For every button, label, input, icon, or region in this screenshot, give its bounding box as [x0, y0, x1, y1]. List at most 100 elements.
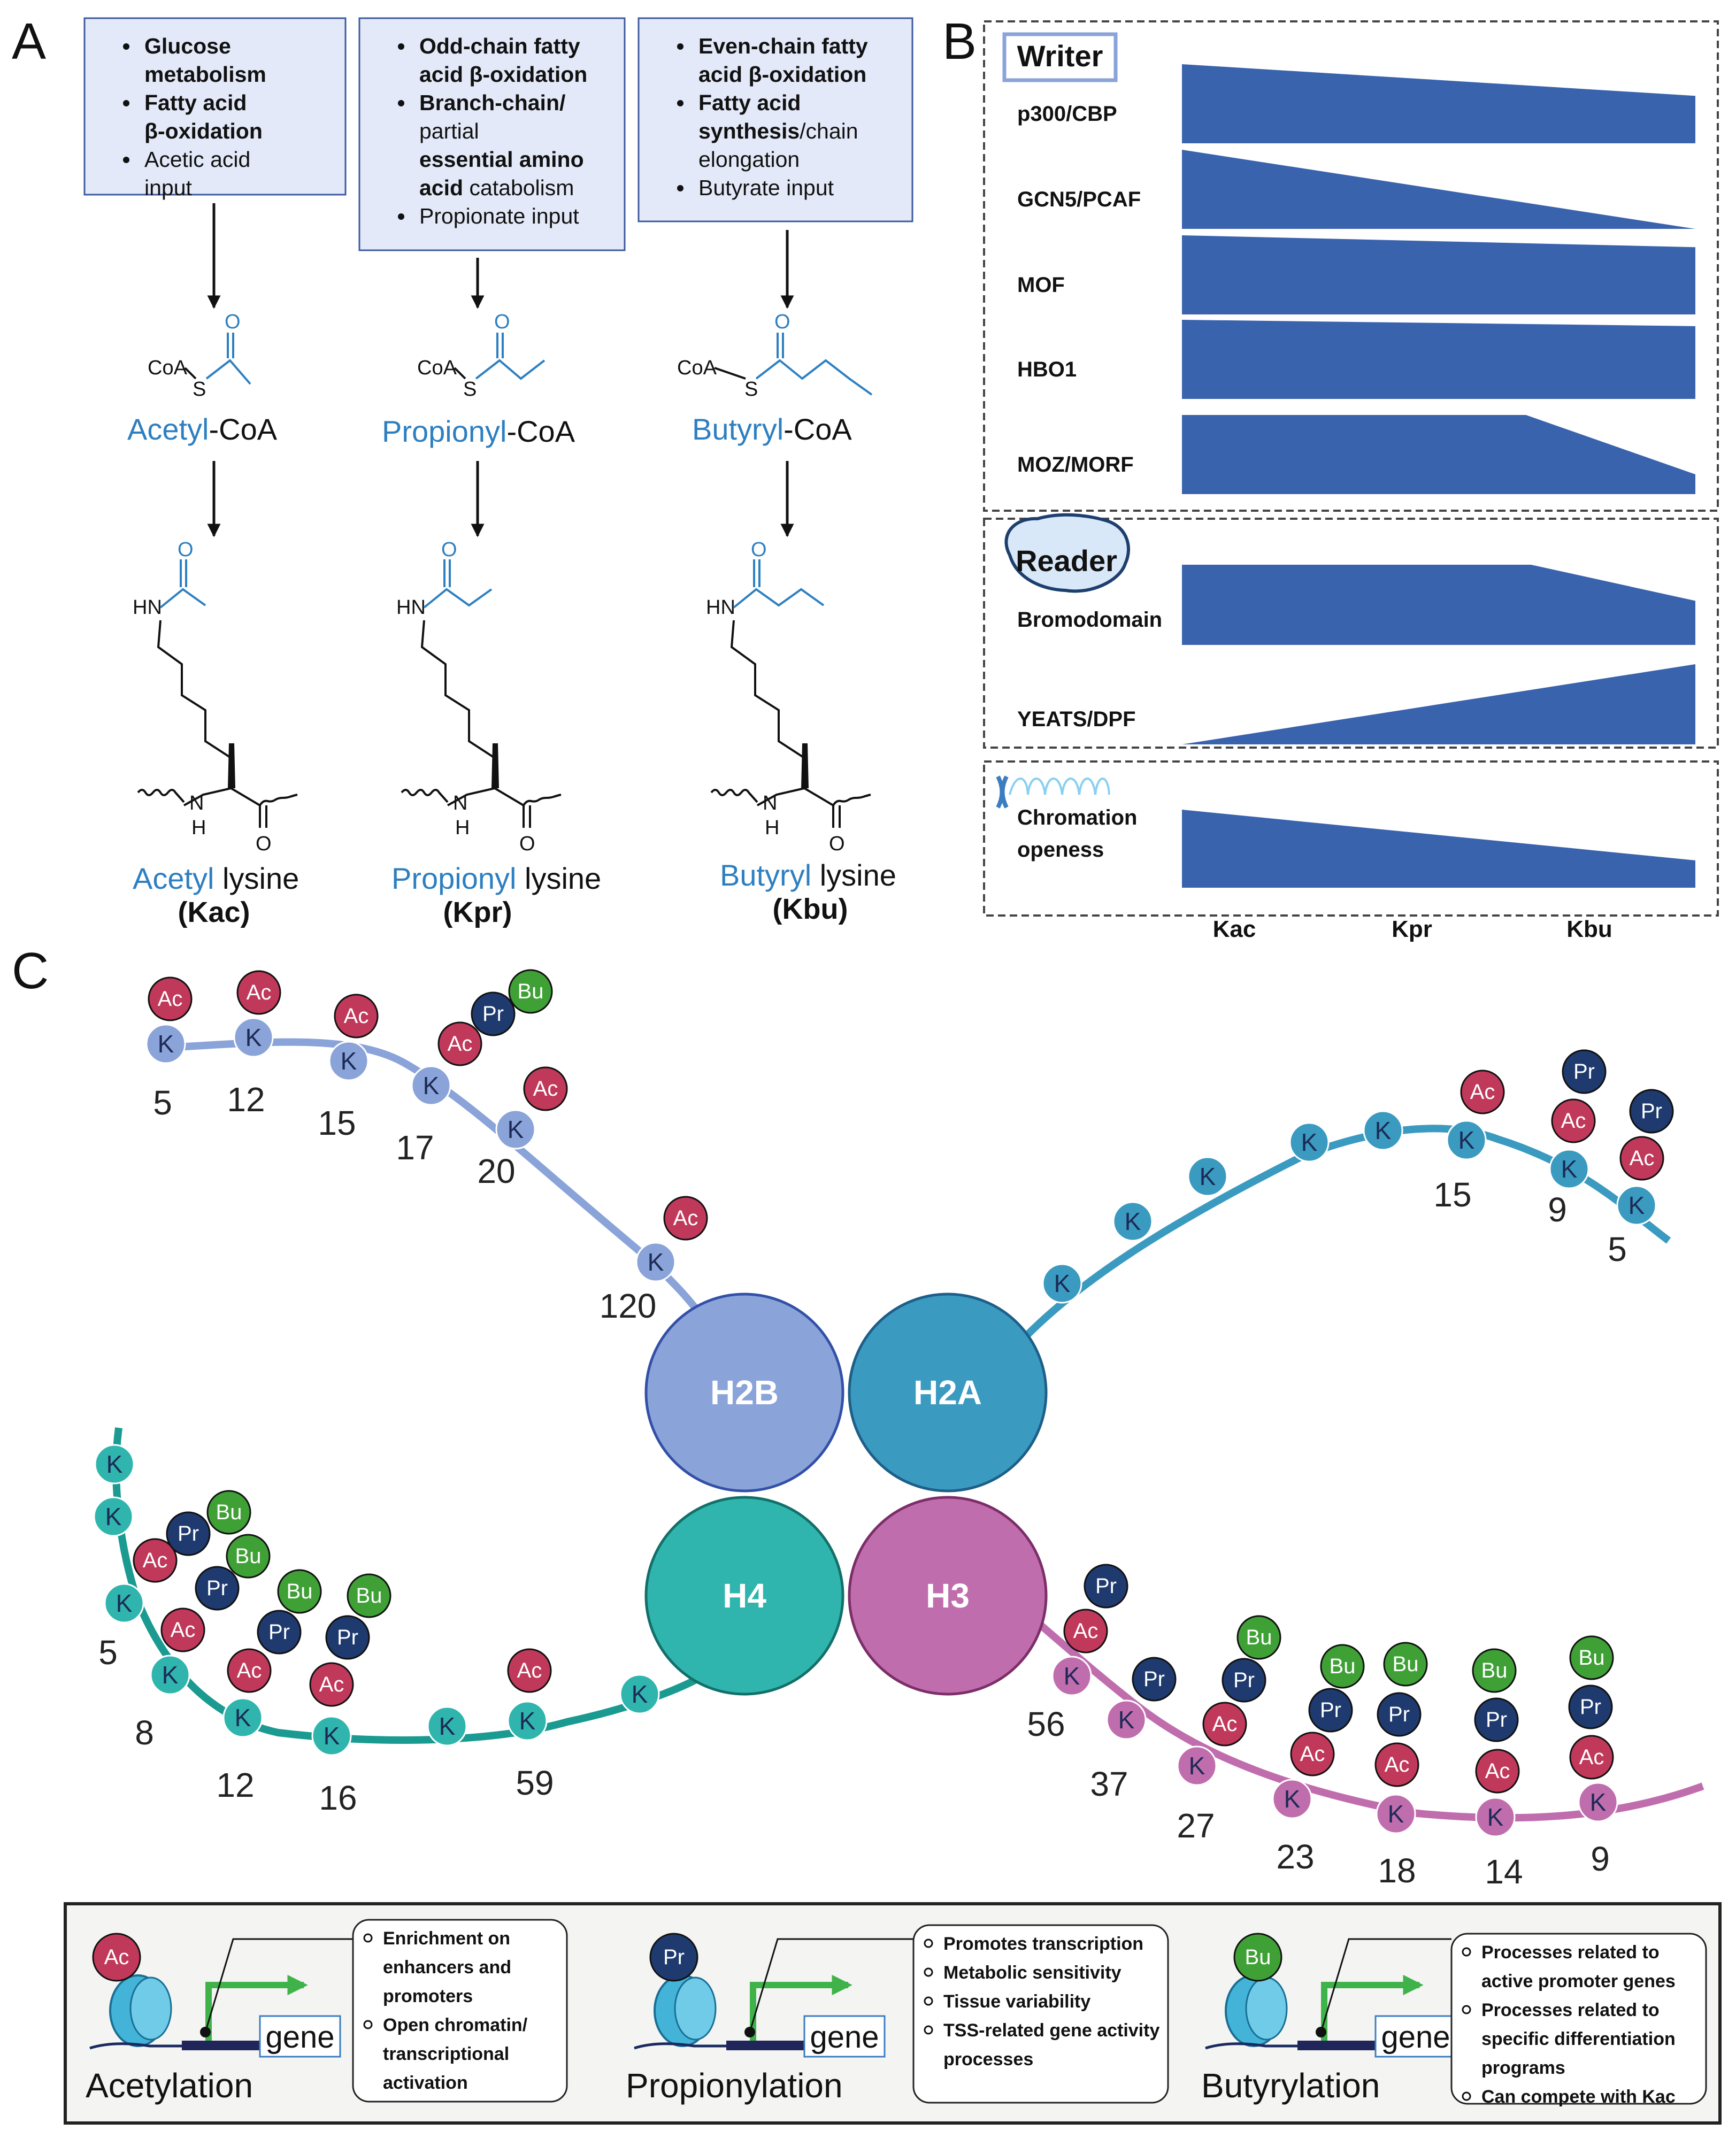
bu-modification: Bu: [1569, 1635, 1614, 1680]
svg-text:Ac: Ac: [517, 1659, 542, 1682]
h2a-lysine: K: [1289, 1122, 1330, 1163]
panel-label-a: A: [12, 13, 46, 70]
bu-modification: Bu: [508, 969, 553, 1014]
bullet-line: Propionate input: [419, 204, 579, 228]
h2b-histone: [644, 1293, 844, 1493]
bullet-line: Fatty acid: [698, 90, 801, 115]
ac-modification: Ac: [1202, 1702, 1247, 1747]
svg-text:K: K: [1487, 1803, 1504, 1831]
callout-text: activation: [383, 2073, 468, 2093]
svg-text:K: K: [648, 1248, 664, 1276]
writer-row-label: MOF: [1017, 273, 1065, 297]
svg-text:K: K: [1064, 1662, 1080, 1690]
hn-atom: HN: [396, 596, 426, 619]
h4-lysine: K: [619, 1674, 660, 1714]
mark-label: Pr: [663, 1945, 685, 1969]
panel-b: Writer Reader p300/CBPGCN5/PCAFMOFHBO1MO…: [983, 20, 1719, 942]
pointer-line: [1320, 1938, 1451, 2033]
gene-label-box: [803, 2015, 886, 2058]
butyryl-lysine-name: Butyryl lysine: [720, 858, 896, 892]
o-atom: O: [774, 311, 790, 333]
svg-text:K: K: [1629, 1191, 1645, 1219]
svg-text:K: K: [1375, 1117, 1392, 1144]
callout-text: enhancers and: [383, 1957, 511, 1978]
acetyl-coa-structure: CoA S O: [148, 311, 251, 401]
h2a-lysine: K: [1363, 1110, 1403, 1151]
svg-text:Bu: Bu: [1579, 1646, 1605, 1670]
site-number: 20: [477, 1152, 515, 1190]
coa-atom: CoA: [148, 357, 188, 379]
o-atom: O: [829, 833, 845, 855]
n-atom: N: [189, 792, 204, 814]
ac-modification: Ac: [133, 1538, 178, 1583]
kbu-abbreviation: (Kbu): [773, 893, 848, 925]
pr-modification: Pr: [166, 1511, 211, 1556]
site-number: 9: [1591, 1840, 1610, 1878]
svg-text:K: K: [439, 1712, 456, 1740]
pr-modification: Pr: [1474, 1697, 1519, 1742]
pr-modification: Pr: [1562, 1049, 1607, 1094]
svg-text:Ac: Ac: [237, 1659, 262, 1682]
ac-modification: Ac: [1374, 1742, 1419, 1787]
bu-modification: Bu: [277, 1569, 322, 1614]
bu-modification: Bu: [206, 1490, 251, 1535]
writer-row-label: MOZ/MORF: [1017, 453, 1134, 476]
svg-text:Ac: Ac: [1385, 1753, 1410, 1776]
h-atom: H: [455, 817, 470, 839]
callout-text: Open chromatin/: [383, 2015, 528, 2035]
writer-row-label: HBO1: [1017, 358, 1077, 381]
svg-text:K: K: [324, 1722, 340, 1750]
svg-text:K: K: [519, 1707, 536, 1735]
h4-lysine: K: [93, 1496, 134, 1537]
pr-modification: Pr: [1132, 1657, 1177, 1702]
bu-modification: Bu: [1383, 1642, 1428, 1687]
site-number: 12: [216, 1766, 254, 1804]
svg-text:K: K: [116, 1589, 133, 1617]
h2b-lysine: K: [145, 1024, 186, 1064]
chromatin-section: [983, 760, 1719, 917]
writer-title-box: [1002, 32, 1118, 82]
svg-text:Bu: Bu: [518, 980, 544, 1003]
ac-modification: Ac: [227, 1648, 272, 1693]
axis-label-kpr: Kpr: [1392, 916, 1432, 942]
reader-row-label: Bromodomain: [1017, 608, 1162, 632]
writer-section: [983, 20, 1719, 512]
h4-lysine: K: [150, 1655, 190, 1695]
ac-modification: Ac: [507, 1648, 552, 1693]
svg-text:Pr: Pr: [206, 1576, 228, 1600]
site-number: 5: [1608, 1230, 1627, 1268]
gene-body: [182, 2041, 273, 2050]
hn-atom: HN: [706, 596, 735, 619]
svg-text:Pr: Pr: [1095, 1574, 1117, 1598]
h4-lysine: K: [427, 1706, 467, 1747]
pointer-line: [204, 1938, 353, 2033]
bullet-line: essential amino: [419, 147, 584, 172]
h2a-lysine: K: [1549, 1149, 1589, 1189]
o-atom: O: [751, 539, 767, 561]
site-number: 12: [227, 1080, 265, 1119]
reader-title: Reader: [1016, 544, 1117, 578]
svg-text:Ac: Ac: [143, 1549, 168, 1572]
svg-text:K: K: [1189, 1752, 1205, 1780]
bullet-line: synthesis/chain: [698, 119, 858, 143]
bullet-line: Odd-chain fatty: [419, 34, 580, 58]
legend-frame: [64, 1902, 1722, 2125]
site-number: 16: [319, 1779, 357, 1817]
svg-text:Ac: Ac: [1485, 1759, 1510, 1783]
bullet-dot: [677, 185, 683, 191]
svg-text:Pr: Pr: [1143, 1667, 1165, 1691]
bu-modification: Bu: [347, 1573, 391, 1618]
ac-modification: Ac: [1569, 1735, 1614, 1780]
h2b-lysine: K: [411, 1065, 451, 1106]
bu-modification: Bu: [1320, 1644, 1365, 1689]
propionyl-coa-name: Propionyl-CoA: [382, 414, 575, 448]
svg-text:K: K: [1200, 1163, 1216, 1190]
bullet-dot: [398, 213, 404, 220]
callout-bullet: [1462, 2005, 1471, 2014]
bu-modification: Bu: [1236, 1615, 1281, 1660]
site-number: 14: [1485, 1852, 1523, 1891]
svg-text:Ac: Ac: [344, 1004, 369, 1028]
bullet-dot: [123, 100, 129, 106]
